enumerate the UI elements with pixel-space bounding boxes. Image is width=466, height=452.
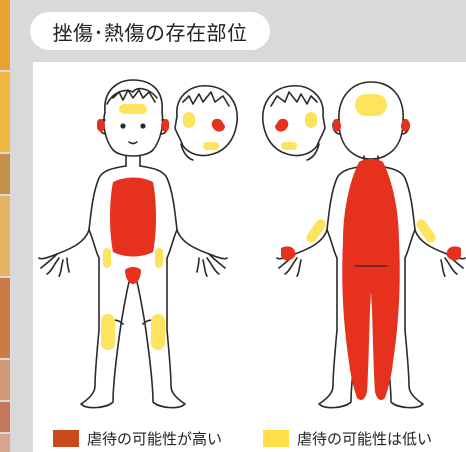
legend: 虐待の可能性が高い 虐待の可能性は低い [33, 424, 466, 452]
front-figure [38, 79, 228, 409]
title-text: 挫傷･熱傷の存在部位 [52, 20, 248, 45]
left-color-strip [0, 0, 10, 452]
legend-item-low: 虐待の可能性は低い [263, 428, 432, 449]
strip-segment [0, 154, 10, 194]
strip-segment [0, 360, 10, 400]
page-title: 挫傷･熱傷の存在部位 [30, 12, 270, 50]
legend-label-high: 虐待の可能性が高い [87, 430, 223, 448]
body-diagram [38, 79, 466, 409]
strip-segment [0, 278, 10, 358]
side-head-right [262, 85, 326, 161]
strip-segment [0, 402, 10, 432]
legend-swatch-low [263, 430, 289, 447]
strip-segment [0, 196, 10, 276]
strip-segment [0, 0, 10, 70]
legend-item-high: 虐待の可能性が高い [53, 428, 222, 449]
strip-segment [0, 434, 10, 452]
legend-label-low: 虐待の可能性は低い [297, 430, 433, 448]
side-head-left [174, 85, 238, 161]
body-diagram-panel [33, 62, 466, 452]
strip-segment [0, 72, 10, 152]
legend-swatch-high [53, 430, 79, 447]
back-figure [276, 81, 466, 409]
